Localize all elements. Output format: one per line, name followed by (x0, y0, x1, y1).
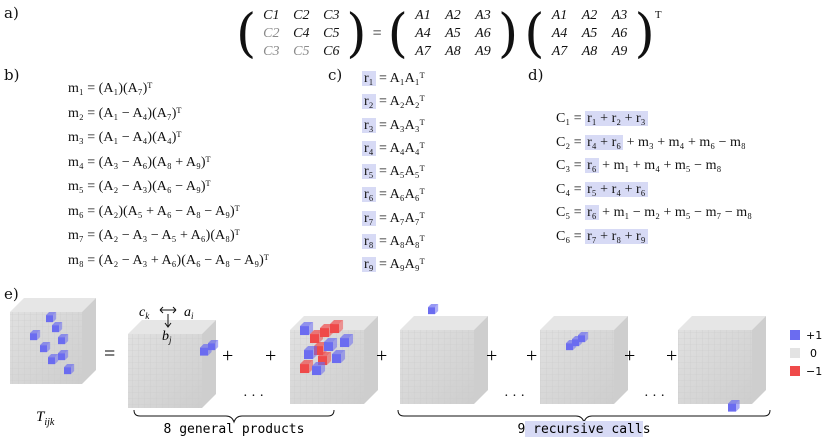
output-c3: C₃ = r₆ + m₁ + m₄ + m₅ − m₈ (556, 158, 722, 173)
tensor-cube (52, 322, 63, 333)
product-m6: m₆ = (A₂)(A₅ + A₆ − A₈ − A₉)ᵀ (68, 203, 240, 219)
recursive-r6: r₆ = A₆A₆ᵀ (362, 187, 425, 203)
product-m2: m₂ = (A₁ − A₄)(A₇)ᵀ (68, 105, 182, 121)
tensor-cube (40, 342, 51, 353)
product-box-1 (128, 320, 216, 408)
axis-b-label: bj (162, 329, 172, 345)
product1-cube (208, 340, 219, 351)
recursive2-cube (578, 332, 589, 343)
tensor-label: Tijk (36, 409, 55, 428)
recursive-box-2 (540, 316, 628, 404)
panel-label-e: e) (4, 285, 19, 303)
recursive-r4: r₄ = A₄A₄ᵀ (362, 140, 425, 156)
equals-sign: = (372, 25, 382, 42)
tensor-cube (30, 330, 41, 341)
output-c4: C₄ = r₅ + r₄ + r₆ (556, 181, 648, 197)
plus-sign-3: + (376, 345, 387, 367)
ellipsis-1: · · · (243, 389, 264, 404)
recursive-calls-list: r₁ = A₁A₁ᵀ r₂ = A₂A₂ᵀ r₃ = A₃A₃ᵀ r₄ = A₄… (362, 71, 425, 282)
product-m7: m₇ = (A₂ − A₃ − A₅ + A₆)(A₈)ᵀ (68, 228, 240, 243)
product2-cube (330, 320, 344, 334)
product2-cube (340, 334, 354, 348)
tensor-cube (48, 354, 59, 365)
recursive1-cube (428, 304, 439, 315)
plus-sign-2: + (265, 345, 276, 367)
tensor-decomposition: Tijk = + + + + + + + · · · · · · · · · c… (10, 298, 822, 437)
recursive-r5: r₅ = A₅A₅ᵀ (362, 164, 425, 180)
product2-cube (312, 362, 326, 376)
recursive-r8: r₈ = A₈A₈ᵀ (362, 234, 425, 250)
output-c1: C₁ = r₁ + r₂ + r₃ (556, 111, 648, 126)
legend-negative-swatch (790, 366, 800, 376)
recursive-r2: r₂ = A₂A₂ᵀ (362, 94, 425, 110)
brace-recursive (397, 409, 771, 424)
axis-a-label: ai (184, 305, 194, 321)
product2-cube (324, 338, 338, 352)
legend-positive-label: +1 (806, 329, 822, 342)
tensor-cube (58, 350, 69, 361)
product-m5: m₅ = (A₂ − A₃)(A₆ − A₉)ᵀ (68, 179, 211, 194)
panel-label-d: d) (528, 66, 544, 84)
recursive-r1: r₁ = A₁A₁ᵀ (362, 71, 425, 86)
tensor-cube (58, 334, 69, 345)
plus-sign-7: + (666, 345, 677, 367)
legend-zero-swatch (790, 348, 800, 358)
panel-label-b: b) (4, 66, 20, 84)
panel-label-a: a) (4, 4, 19, 22)
output-blocks-list: C₁ = r₁ + r₂ + r₃ C₂ = r₄ + r₆ + m₃ + m₄… (556, 111, 753, 253)
recursive3-cube (728, 400, 740, 412)
recursive-box-1 (400, 316, 488, 404)
tensor-cube (46, 312, 57, 323)
product2-cube (300, 322, 314, 336)
axis-annotation (159, 306, 177, 328)
axis-c-label: ck (139, 305, 150, 321)
recursive-r3: r₃ = A₃A₃ᵀ (362, 117, 425, 133)
brace-general-label: 8 general products (164, 422, 305, 437)
legend-positive-swatch (790, 330, 800, 340)
ellipsis-2: · · · (504, 389, 525, 404)
product2-cube (304, 346, 318, 360)
output-c2: C₂ = r₄ + r₆ + m₃ + m₄ + m₆ − m₈ (556, 134, 746, 150)
equals-sign-e: = (104, 343, 115, 365)
product-m8: m₈ = (A₂ − A₃ + A₆)(A₆ − A₈ − A₉)ᵀ (68, 252, 269, 268)
product-m3: m₃ = (A₁ − A₄)(A₄)ᵀ (68, 130, 182, 145)
brace-general (133, 409, 335, 424)
legend-zero-label: 0 (810, 347, 817, 360)
product-m4: m₄ = (A₃ − A₆)(A₈ + A₉)ᵀ (68, 154, 211, 170)
tensor-box (10, 298, 96, 384)
ellipsis-3: · · · (644, 389, 665, 404)
general-products-list: m₁ = (A₁)(A₇)ᵀ m₂ = (A₁ − A₄)(A₇)ᵀ m₃ = … (68, 82, 269, 278)
output-c6: C₆ = r₇ + r₈ + r₉ (556, 228, 648, 244)
tensor-cube (64, 364, 75, 375)
legend-negative-label: −1 (806, 365, 822, 378)
brace-recursive-label: 9 recursive calls (517, 422, 650, 437)
plus-sign-4: + (486, 345, 497, 367)
recursive-r7: r₇ = A₇A₇ᵀ (362, 210, 425, 226)
plus-sign-6: + (624, 345, 635, 367)
product-m1: m₁ = (A₁)(A₇)ᵀ (68, 81, 153, 96)
plus-sign-5: + (526, 345, 537, 367)
plus-sign-1: + (222, 345, 233, 367)
recursive-box-3 (678, 316, 766, 404)
output-c5: C₅ = r₆ + m₁ − m₂ + m₅ − m₇ − m₈ (556, 205, 753, 220)
legend: +1 0 −1 (790, 329, 822, 378)
recursive-r9: r₉ = A₉A₉ᵀ (362, 257, 425, 273)
panel-label-c: c) (328, 66, 343, 84)
product2-cube (318, 352, 332, 366)
brace-recursive-highlight (525, 421, 643, 437)
product2-cube (332, 350, 346, 364)
